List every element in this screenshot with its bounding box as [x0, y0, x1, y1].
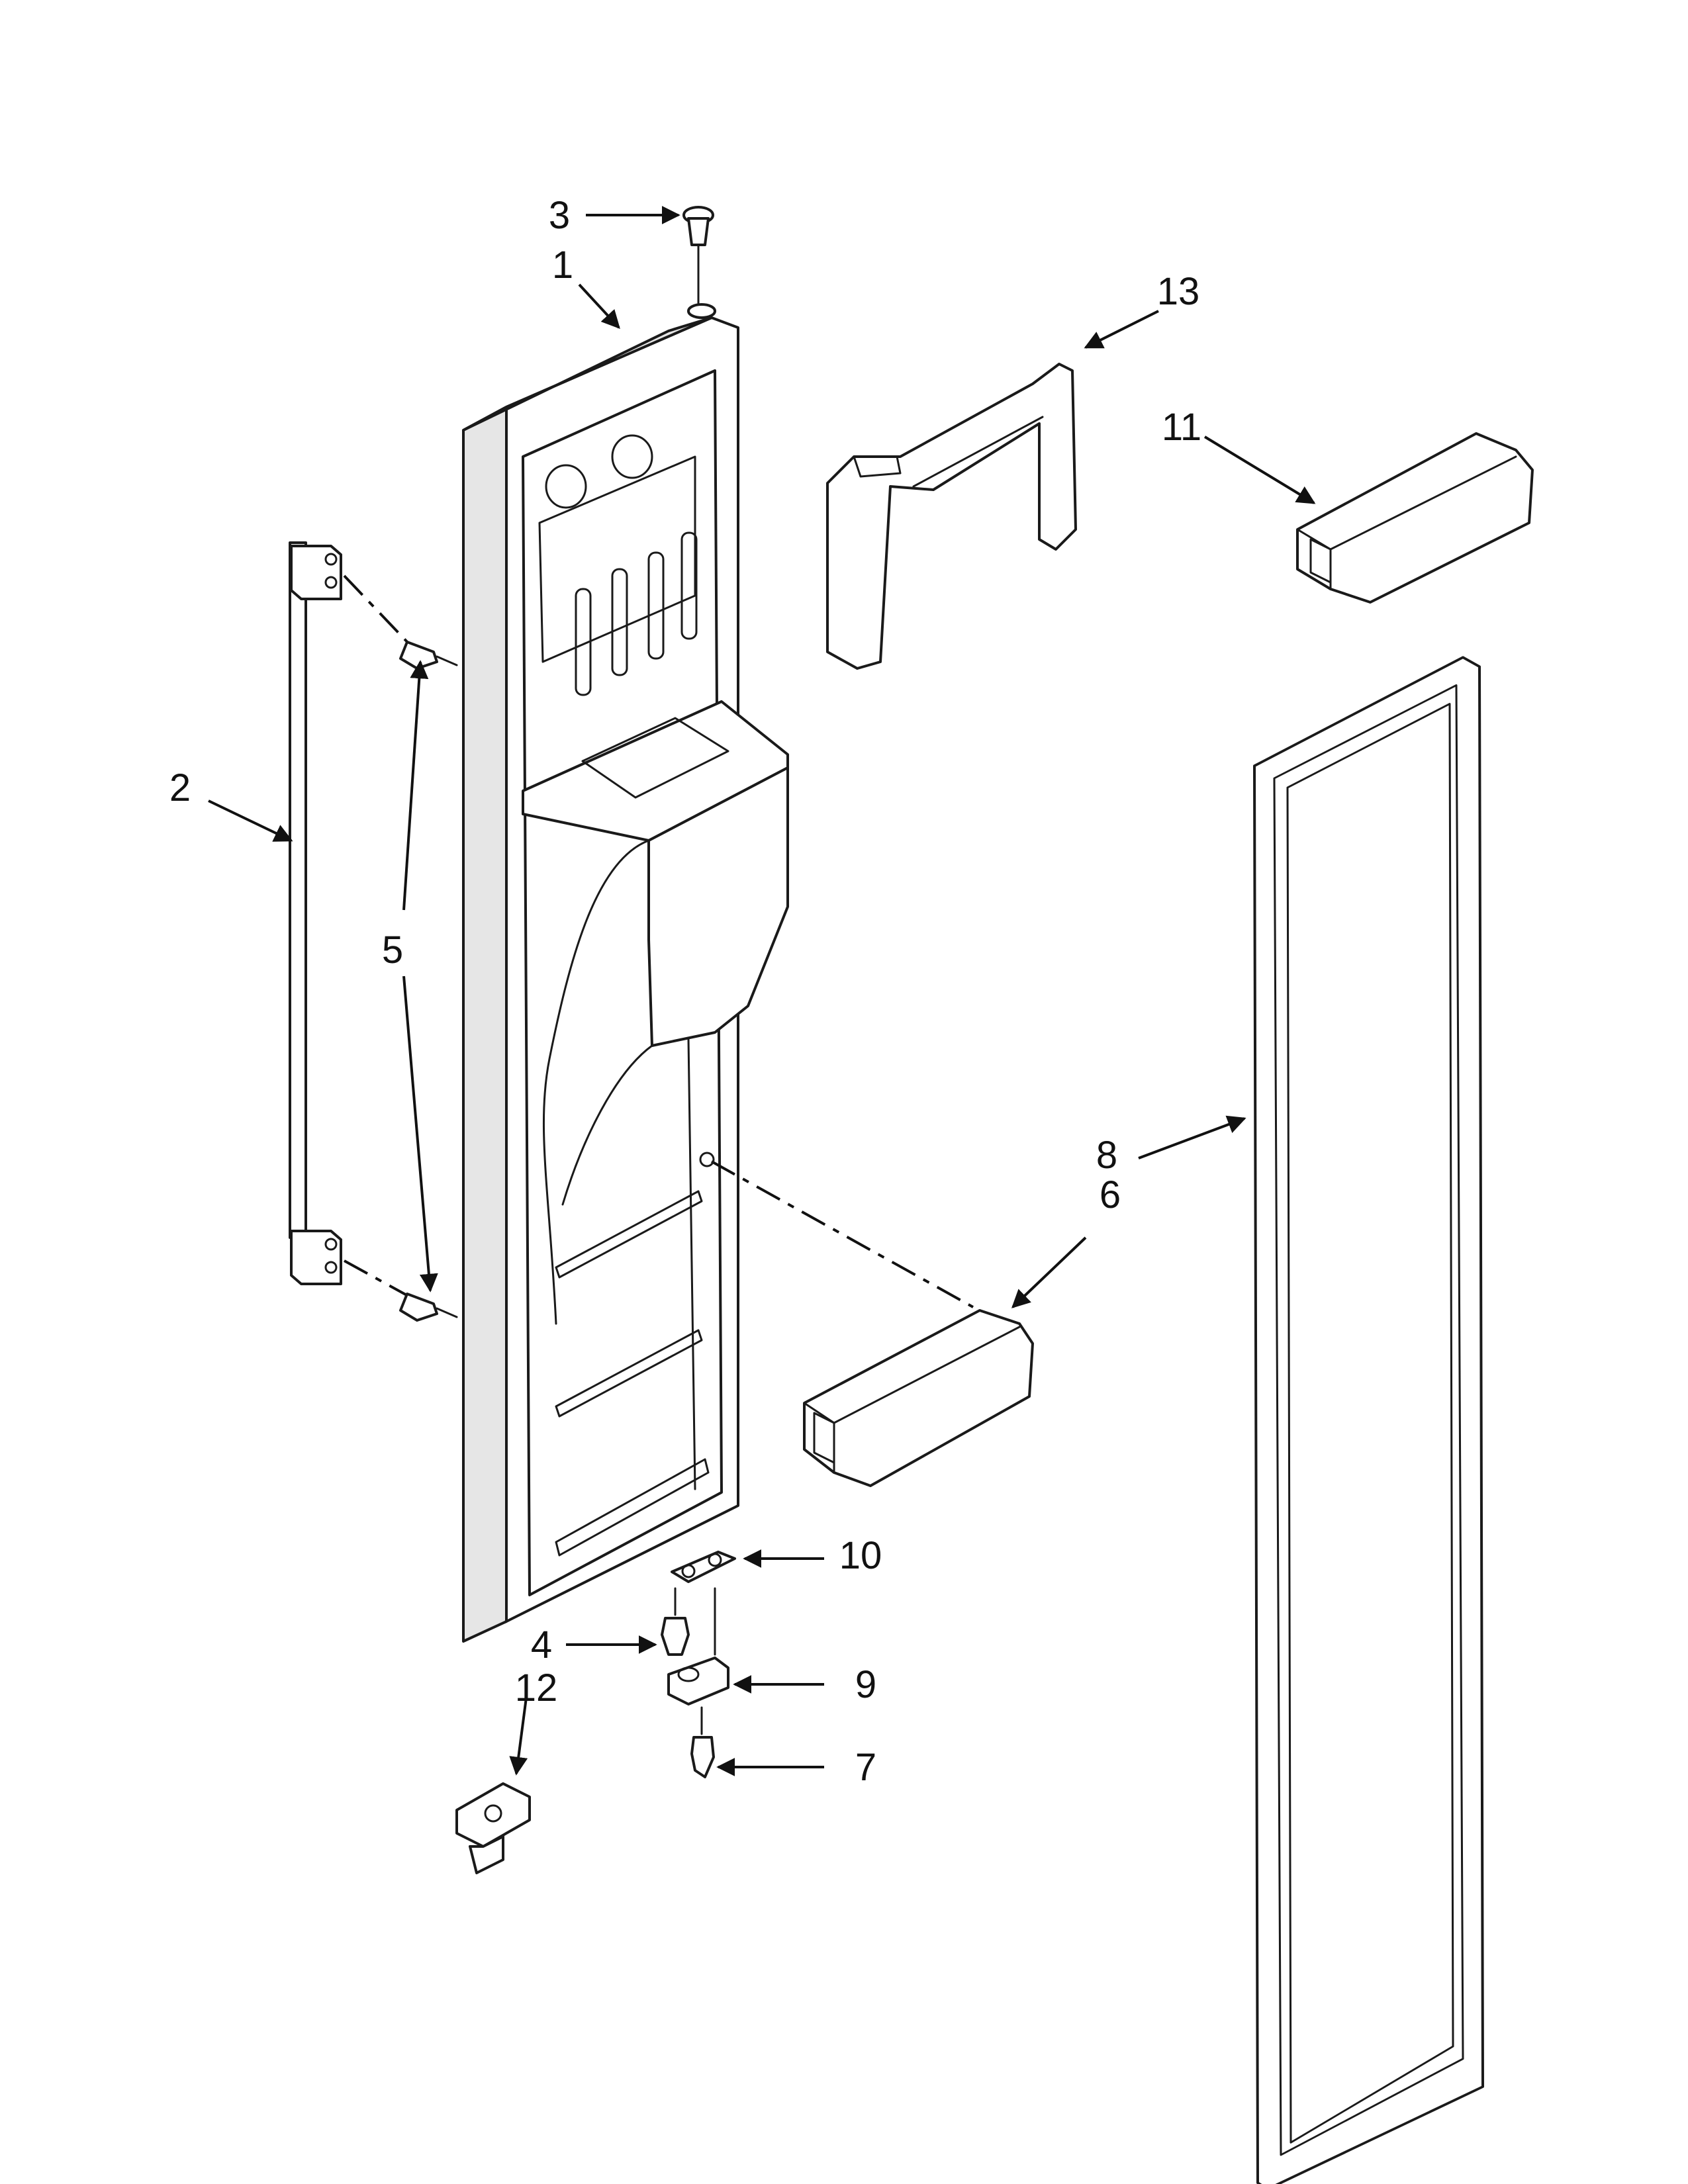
callout-11: 11: [1162, 406, 1201, 449]
callout-2: 2: [169, 766, 191, 809]
callout-3: 3: [549, 194, 570, 237]
callout-7: 7: [855, 1746, 876, 1789]
callout-9: 9: [855, 1663, 876, 1706]
door-assembly: [462, 316, 789, 1643]
door-bin-large-part: [699, 1152, 1034, 1487]
callout-13: 13: [1157, 270, 1200, 313]
leader-lines: [208, 206, 1316, 1776]
callout-1: 1: [552, 244, 573, 287]
door-handle-part: [289, 541, 342, 1285]
bottom-hinge-hardware: [455, 1551, 736, 1874]
callout-10: 10: [839, 1534, 882, 1577]
callout-4: 4: [531, 1623, 552, 1666]
door-gasket-part: [1253, 656, 1484, 2184]
callout-8: 8: [1096, 1134, 1117, 1177]
dispenser-cover-part: [826, 363, 1077, 670]
callout-5: 5: [382, 929, 403, 972]
door-bin-small-part: [1296, 432, 1534, 604]
callout-6: 6: [1100, 1173, 1121, 1216]
callout-labels: 3 1 13 11 2 5 8 6 10 4 12 9 7: [169, 194, 1201, 1789]
hinge-cap-part: [682, 206, 716, 319]
callout-12: 12: [515, 1666, 558, 1709]
